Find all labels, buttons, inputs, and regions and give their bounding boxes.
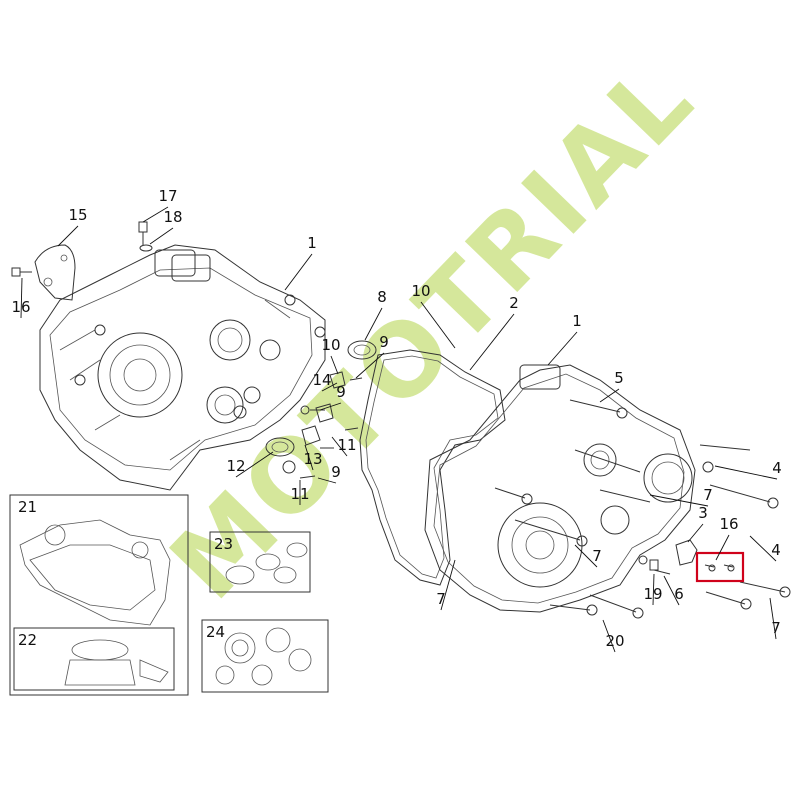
part-2-gasket bbox=[359, 349, 506, 586]
kit-24-box[interactable] bbox=[201, 619, 329, 693]
callout-label: 4 bbox=[772, 459, 782, 477]
leader-line bbox=[304, 444, 314, 471]
leader-line bbox=[317, 477, 337, 484]
part-16-screws bbox=[704, 564, 735, 572]
kit-label: 22 bbox=[18, 631, 37, 649]
leader-line bbox=[714, 465, 778, 480]
kit-label: 23 bbox=[214, 535, 233, 553]
part-16-bolt-left bbox=[11, 267, 32, 277]
callout-label: 16 bbox=[11, 298, 30, 316]
leader-line bbox=[687, 523, 704, 543]
callout-label: 1 bbox=[572, 312, 582, 330]
watermark: MOTOTRIAL bbox=[148, 39, 717, 622]
callout-label: 20 bbox=[605, 632, 624, 650]
part-3-bracket bbox=[675, 539, 698, 566]
leader-line bbox=[235, 451, 274, 478]
part-8-bushing bbox=[347, 340, 377, 360]
callout-label: 8 bbox=[377, 288, 387, 306]
callout-label: 7 bbox=[771, 619, 781, 637]
leader-line bbox=[440, 559, 456, 611]
long-bolts bbox=[494, 399, 791, 619]
kit-label: 21 bbox=[18, 498, 37, 516]
callout-label: 7 bbox=[436, 590, 446, 608]
leader-line bbox=[652, 573, 655, 606]
callout-label: 14 bbox=[312, 371, 331, 389]
leader-line bbox=[715, 534, 730, 561]
callout-label: 19 bbox=[643, 585, 662, 603]
leader-line bbox=[284, 253, 313, 291]
callout-label: 9 bbox=[379, 333, 389, 351]
highlight-box-part-16[interactable] bbox=[695, 551, 745, 583]
watermark-text: MOTOTRIAL bbox=[148, 39, 717, 622]
leader-line bbox=[547, 331, 578, 366]
leader-line bbox=[364, 307, 383, 341]
callout-label: 12 bbox=[226, 457, 245, 475]
left-crankcase bbox=[39, 244, 326, 491]
leader-line bbox=[420, 301, 456, 349]
callout-label: 7 bbox=[592, 547, 602, 565]
leader-line bbox=[149, 227, 174, 245]
callout-label: 10 bbox=[321, 336, 340, 354]
leader-line bbox=[663, 575, 680, 606]
callout-label: 2 bbox=[509, 294, 519, 312]
callout-label: 18 bbox=[163, 208, 182, 226]
part-17-fitting bbox=[138, 221, 153, 252]
callout-label: 17 bbox=[158, 187, 177, 205]
leader-line bbox=[469, 313, 515, 371]
right-crankcase bbox=[424, 364, 696, 613]
leader-line bbox=[574, 544, 598, 568]
leader-line bbox=[769, 597, 777, 640]
callout-label: 7 bbox=[703, 486, 713, 504]
callout-label: 16 bbox=[719, 515, 738, 533]
kit-label: 24 bbox=[206, 623, 225, 641]
parts-19-20 bbox=[638, 555, 671, 575]
leader-line bbox=[319, 402, 342, 411]
callout-label: 11 bbox=[337, 436, 356, 454]
callout-label: 13 bbox=[303, 450, 322, 468]
callout-label: 9 bbox=[331, 463, 341, 481]
callout-label: 6 bbox=[674, 585, 684, 603]
leader-line bbox=[599, 388, 620, 403]
part-12-bushing bbox=[265, 437, 295, 457]
callout-label: 5 bbox=[614, 369, 624, 387]
leader-line bbox=[649, 494, 709, 507]
kit-21-box[interactable] bbox=[9, 494, 189, 696]
callout-label: 4 bbox=[771, 541, 781, 559]
callout-label: 11 bbox=[290, 485, 309, 503]
callout-label: 9 bbox=[336, 383, 346, 401]
leader-line bbox=[321, 382, 338, 392]
leader-line bbox=[20, 277, 23, 319]
callout-label: 1 bbox=[307, 234, 317, 252]
kit-23-box[interactable] bbox=[209, 531, 311, 593]
callout-label: 15 bbox=[68, 206, 87, 224]
leader-line bbox=[142, 206, 169, 223]
leader-line bbox=[331, 436, 348, 457]
kit-22-box[interactable] bbox=[13, 627, 175, 691]
callout-label: 10 bbox=[411, 282, 430, 300]
leader-line bbox=[330, 355, 339, 375]
kit-labels: 21 22 23 24 bbox=[18, 498, 233, 649]
callout-label: 3 bbox=[698, 504, 708, 522]
leader-line bbox=[749, 535, 777, 562]
leader-lines bbox=[20, 206, 778, 653]
leader-line bbox=[57, 225, 79, 247]
part-15-bracket bbox=[34, 244, 76, 301]
leader-line bbox=[355, 352, 385, 379]
leader-line bbox=[602, 619, 616, 653]
